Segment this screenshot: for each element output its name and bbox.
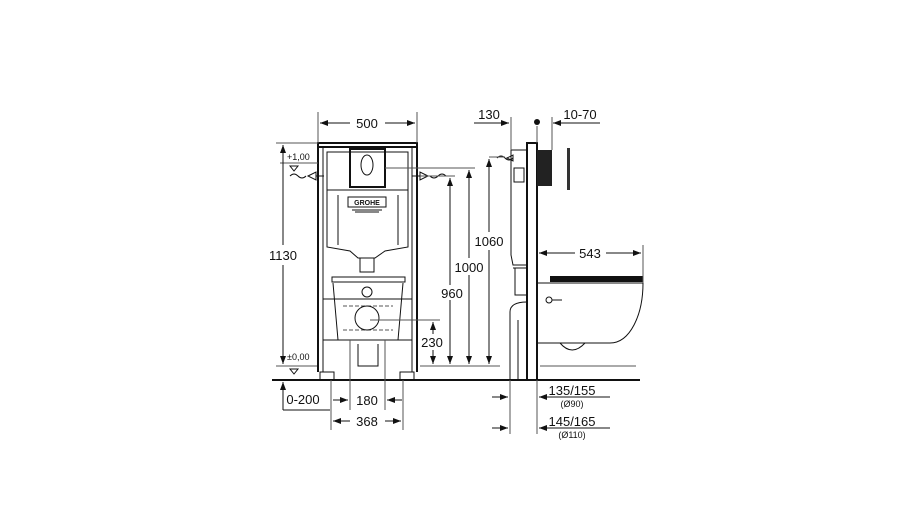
flush-plate — [537, 148, 570, 190]
svg-text:(Ø90): (Ø90) — [560, 399, 583, 409]
dimension-1130: 1130 — [269, 145, 297, 364]
svg-text:145/165: 145/165 — [549, 414, 596, 429]
svg-text:543: 543 — [579, 246, 601, 261]
svg-text:368: 368 — [356, 414, 378, 429]
svg-text:500: 500 — [356, 116, 378, 131]
svg-text:+1,00: +1,00 — [287, 152, 310, 162]
dimension-543: 543 — [539, 245, 644, 283]
wall-hung-bowl — [537, 276, 644, 351]
dimension-1060: 1060 — [475, 156, 505, 364]
svg-text:1060: 1060 — [475, 234, 504, 249]
svg-text:230: 230 — [421, 335, 443, 350]
svg-text:0-200: 0-200 — [286, 392, 319, 407]
svg-text:GROHE: GROHE — [354, 200, 380, 207]
level-markers: +1,00 ±0,00 — [276, 142, 318, 375]
floor-line — [272, 365, 640, 381]
grohe-logo: GROHE — [347, 196, 387, 213]
svg-text:130: 130 — [478, 107, 500, 122]
dimension-960: 960 — [441, 178, 463, 364]
dimension-130: 130 — [474, 107, 512, 150]
dimension-bottom-front: 0-200 180 368 — [280, 340, 404, 430]
svg-text:±0,00: ±0,00 — [287, 352, 309, 362]
dimension-230: 230 — [421, 322, 443, 364]
drain-connection-icon — [354, 305, 380, 331]
dimension-500: 500 — [317, 112, 418, 143]
svg-text:1130: 1130 — [269, 248, 297, 263]
svg-text:180: 180 — [356, 393, 378, 408]
front-view-frame — [317, 142, 418, 381]
svg-text:960: 960 — [441, 286, 463, 301]
side-view-frame — [496, 142, 538, 381]
svg-text:1000: 1000 — [455, 260, 484, 275]
cistern-tank — [326, 148, 409, 273]
water-inlet-symbols — [289, 167, 475, 321]
svg-text:135/155: 135/155 — [549, 383, 596, 398]
svg-text:(Ø110): (Ø110) — [558, 430, 585, 440]
dimension-10-70: 10-70 — [534, 107, 600, 150]
dimension-drain-offsets: 135/155 (Ø90) 145/165 (Ø110) — [492, 380, 610, 440]
svg-text:10-70: 10-70 — [563, 107, 596, 122]
wc-bracket — [323, 276, 412, 367]
dimension-1000: 1000 — [455, 170, 484, 364]
